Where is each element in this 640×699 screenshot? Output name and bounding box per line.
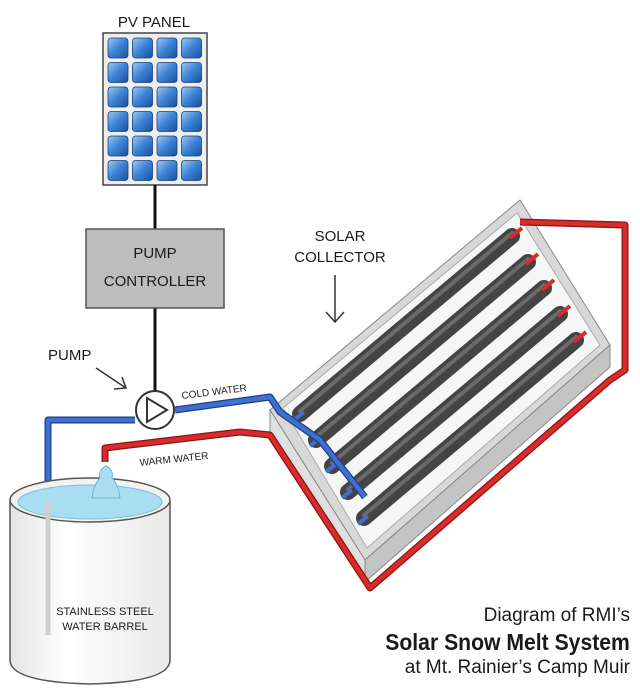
- pv-panel-label: PV PANEL: [118, 14, 190, 31]
- collector-tube-highlight: [362, 335, 578, 517]
- solar-collector-label-1: SOLAR: [315, 228, 366, 245]
- pv-cell: [181, 111, 202, 132]
- pv-cell: [156, 160, 178, 181]
- pump-controller-label-2: CONTROLLER: [104, 273, 207, 290]
- pump-pointer-arrow-icon: [95, 367, 128, 390]
- pv-cell: [107, 37, 129, 59]
- outlet-stub: [556, 304, 572, 318]
- pv-cell: [181, 135, 202, 157]
- collector-tube: [324, 280, 552, 474]
- warm-water-pipe: [102, 219, 628, 591]
- collector-tube-highlight: [346, 309, 562, 491]
- pv-cell: [156, 111, 178, 132]
- inlet-stub: [324, 462, 338, 474]
- pv-cell: [107, 160, 129, 181]
- barrel-label-1: STAINLESS STEEL: [56, 606, 154, 618]
- pv-cell: [132, 135, 153, 157]
- caption-title: Solar Snow Melt System: [385, 629, 630, 655]
- collector-pointer-arrow-icon: [325, 275, 345, 324]
- pv-cell: [181, 160, 202, 181]
- inlet-stub: [292, 410, 306, 422]
- collector-tube: [340, 306, 568, 500]
- caption-line-1: Diagram of RMI’s: [483, 605, 630, 626]
- water-barrel: STAINLESS STEEL WATER BARREL: [9, 465, 171, 685]
- solar-collector: [269, 199, 611, 584]
- pv-cell: [132, 111, 153, 132]
- collector-tube: [292, 228, 520, 422]
- pump-label: PUMP: [48, 347, 91, 364]
- outlet-stub: [540, 278, 556, 292]
- pump-controller: PUMP CONTROLLER: [85, 228, 225, 309]
- outlet-stub: [508, 226, 524, 240]
- solar-collector-label-2: COLLECTOR: [294, 249, 386, 266]
- pv-cell: [107, 135, 129, 157]
- caption-line-3: at Mt. Rainier’s Camp Muir: [404, 657, 630, 678]
- outlet-stub: [572, 330, 588, 344]
- cold-water-pipe: [45, 394, 367, 500]
- pv-cell: [181, 37, 202, 59]
- pv-cell: [132, 86, 153, 108]
- pv-cell: [181, 62, 202, 83]
- pv-cell: [132, 160, 153, 181]
- pv-cell: [132, 62, 153, 83]
- inlet-stub: [356, 514, 370, 526]
- collector-tubes: [292, 226, 588, 526]
- pv-cell: [181, 86, 202, 108]
- collector-tube-highlight: [314, 257, 530, 439]
- outlet-stub: [524, 252, 540, 266]
- water-surface: [17, 484, 163, 520]
- collector-tube: [356, 332, 584, 526]
- collector-tube: [308, 254, 536, 448]
- pv-cell: [156, 37, 178, 59]
- warm-water-label: WARM WATER: [139, 451, 209, 469]
- pv-cell: [156, 135, 178, 157]
- collector-tube-highlight: [330, 283, 546, 465]
- pv-cell: [107, 62, 129, 83]
- pv-cell: [132, 37, 153, 59]
- pv-cell: [107, 111, 129, 132]
- pv-cells: [107, 37, 202, 181]
- collector-tube-highlight: [298, 231, 514, 413]
- pv-cell: [156, 86, 178, 108]
- inlet-stub: [340, 488, 354, 500]
- barrel-label-2: WATER BARREL: [62, 621, 148, 633]
- pv-cell: [156, 62, 178, 83]
- pump-controller-label-1: PUMP: [133, 245, 176, 262]
- water-splash: [91, 465, 121, 499]
- caption: Diagram of RMI’s Solar Snow Melt System …: [364, 604, 630, 680]
- pv-cell: [107, 86, 129, 108]
- pv-panel: [102, 32, 208, 186]
- pump-arrow-icon: [146, 396, 169, 424]
- pump: [135, 390, 175, 430]
